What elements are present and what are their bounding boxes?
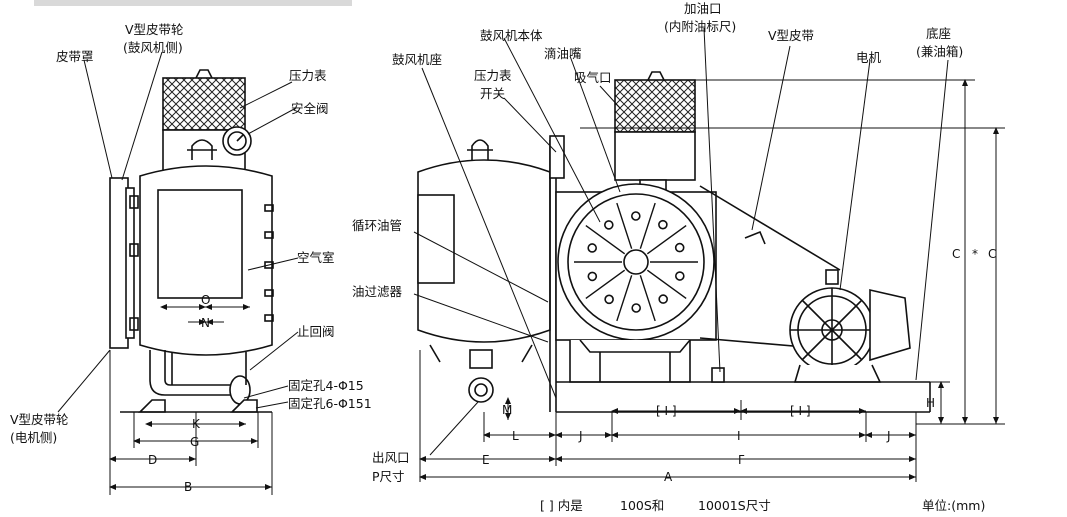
label-circ-oil-pipe: 循环油管 <box>352 218 402 233</box>
label-v-pulley-motor: V型皮带轮 <box>10 412 69 427</box>
rotor-spokes <box>574 202 698 322</box>
rotor-spoke <box>639 275 656 322</box>
side-view-dimensions <box>109 304 273 495</box>
rotor-spoke <box>646 224 687 255</box>
rotor-bolt <box>604 220 614 230</box>
label-v-pulley-blower-side: (鼓风机侧) <box>123 40 183 55</box>
dimension-labels: O N K G D B M L J [ I ] [ I ] I J E F A … <box>148 247 996 494</box>
unit-label: 单位:(mm) <box>922 498 985 513</box>
rotor-spoke <box>585 224 626 255</box>
top-gray-bar <box>34 0 352 6</box>
label-base-oil-tank: (兼油箱) <box>916 44 963 59</box>
front-filter-box <box>614 79 696 133</box>
dim-C-left: C <box>952 247 960 261</box>
label-v-pulley-blower: V型皮带轮 <box>125 22 184 37</box>
label-outlet: 出风口 <box>372 450 410 465</box>
side-filter-box <box>162 77 246 131</box>
rotor-spoke <box>585 269 626 300</box>
label-v-pulley-motor-side: (电机侧) <box>10 430 57 445</box>
label-outlet-size: P尺寸 <box>372 469 405 484</box>
front-view <box>417 71 931 413</box>
label-motor: 电机 <box>856 50 882 65</box>
label-safety-valve: 安全阀 <box>291 101 329 116</box>
rotor-bolt <box>631 211 641 221</box>
note-size: 10001S尺寸 <box>698 498 771 513</box>
dim-L: L <box>512 429 519 443</box>
label-gauge-switch: 压力表 <box>474 68 512 83</box>
rotor-bolt <box>587 243 597 253</box>
rotor-bolt <box>587 271 598 282</box>
note-brackets: [ ] 内是 <box>540 498 583 513</box>
side-view <box>109 69 274 413</box>
rotor-spoke <box>646 269 687 300</box>
dim-K: K <box>192 417 201 431</box>
label-oil-fill: 加油口 <box>684 1 722 16</box>
rotor-bolt <box>658 219 668 230</box>
note-models: 100S和 <box>620 498 664 513</box>
label-fix-hole-1: 固定孔4-Φ15 <box>288 378 364 393</box>
dim-B: B <box>184 480 192 494</box>
label-v-belt: V型皮带 <box>768 28 814 43</box>
rotor-spoke <box>616 275 633 322</box>
component-labels: 皮带罩 V型皮带轮 (鼓风机侧) 压力表 安全阀 空气室 止回阀 固定孔4-Φ1… <box>10 1 985 513</box>
label-oil-filter: 油过滤器 <box>352 284 403 299</box>
dim-G: G <box>190 435 199 449</box>
rotor-bolt <box>631 303 641 313</box>
label-oil-fill-dipstick: (内附油标尺) <box>664 19 736 34</box>
label-suction: 吸气口 <box>574 70 612 85</box>
label-blower-body: 鼓风机本体 <box>480 28 543 43</box>
label-check-valve: 止回阀 <box>297 324 335 339</box>
dim-A: A <box>664 470 673 484</box>
dim-H: H <box>926 396 935 410</box>
label-belt-cover: 皮带罩 <box>56 49 94 64</box>
leader-lines <box>57 27 949 456</box>
rotor-spoke <box>639 202 656 249</box>
rotor-bolt <box>658 294 668 304</box>
dim-I-bracket-1: [ I ] <box>656 404 677 418</box>
rotor-bolt <box>675 271 685 281</box>
dim-D: D <box>148 453 157 467</box>
rotor-spoke <box>616 202 633 249</box>
dim-J-left: J <box>578 429 583 443</box>
dim-I-bracket-2: [ I ] <box>790 404 811 418</box>
label-air-chamber: 空气室 <box>297 250 335 265</box>
label-pressure-gauge: 压力表 <box>289 68 327 83</box>
label-oil-nozzle: 滴油嘴 <box>544 46 582 61</box>
dim-F: F <box>738 453 745 467</box>
dim-C-star: * <box>972 247 978 261</box>
label-fix-hole-2: 固定孔6-Φ151 <box>288 396 372 411</box>
dim-J-right: J <box>886 429 891 443</box>
dim-C-right: C <box>988 247 996 261</box>
label-blower-seat: 鼓风机座 <box>392 52 442 67</box>
label-base: 底座 <box>926 26 951 41</box>
dim-O: O <box>201 293 210 307</box>
dim-E: E <box>482 453 490 467</box>
dim-I: I <box>737 429 741 443</box>
front-view-dimensions <box>419 79 1005 482</box>
label-gauge-switch-2: 开关 <box>480 86 505 101</box>
rotor-bolt <box>674 242 685 253</box>
dim-N: N <box>201 316 210 330</box>
rotor-bolt <box>604 294 614 305</box>
dim-M: M <box>502 403 512 417</box>
